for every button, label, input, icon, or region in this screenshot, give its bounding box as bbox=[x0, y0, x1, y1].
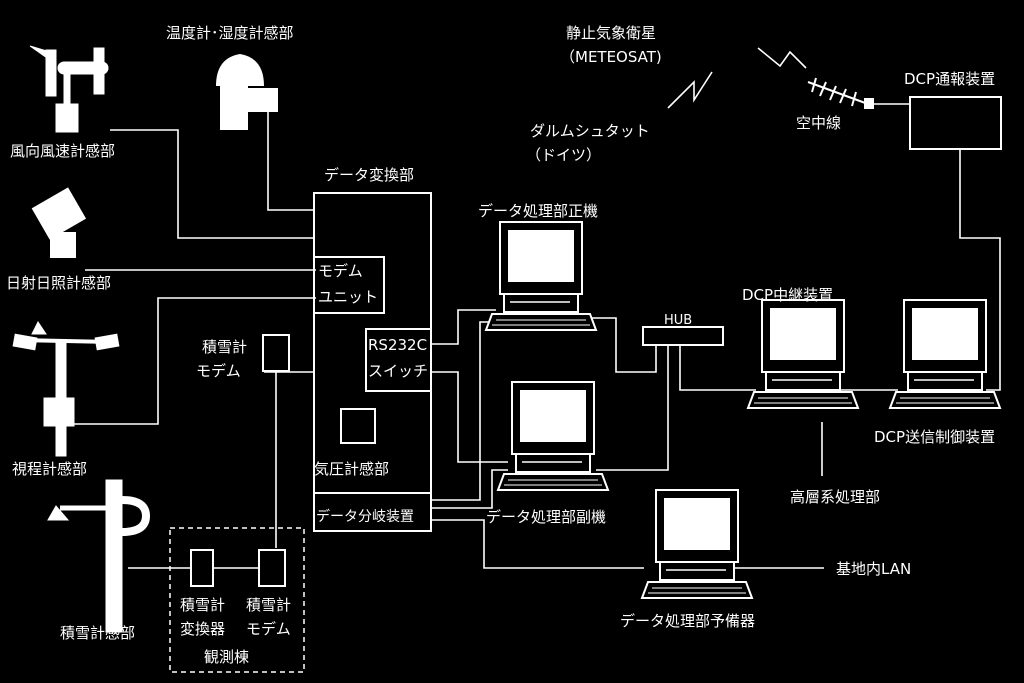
label-processor-sub: データ処理部副機 bbox=[486, 508, 607, 526]
label-snow-converter-2: 変換器 bbox=[180, 620, 226, 638]
rs232c-switch-box bbox=[365, 328, 432, 392]
label-wind: 風向風速計感部 bbox=[10, 142, 116, 160]
label-dcp-relay: DCP中継装置 bbox=[742, 286, 834, 304]
barometer-icon bbox=[340, 408, 376, 444]
label-snow-modem-1: 積雪計 bbox=[202, 338, 248, 356]
dcp-comm-box bbox=[909, 96, 1002, 150]
observation-building-box bbox=[169, 527, 305, 673]
label-processor-main: データ処理部正機 bbox=[478, 202, 599, 220]
label-data-converter: データ変換部 bbox=[324, 166, 415, 184]
label-modem-unit-1: モデム bbox=[318, 262, 363, 280]
wire-hub-relay bbox=[679, 346, 756, 391]
label-ground-station-sub: （ドイツ） bbox=[526, 146, 602, 164]
label-antenna: 空中線 bbox=[796, 114, 842, 132]
label-dcp-tx-control: DCP送信制御装置 bbox=[874, 428, 996, 446]
label-temp-humidity: 温度計･湿度計感部 bbox=[166, 24, 294, 42]
label-upper-air: 高層系処理部 bbox=[790, 488, 881, 506]
snow-converter-box bbox=[190, 549, 214, 587]
processor-sub-computer-icon bbox=[497, 381, 609, 491]
wire-branch-spare bbox=[432, 519, 644, 569]
wire-tx-comm bbox=[959, 150, 1001, 391]
wire-branch-sub bbox=[432, 469, 508, 509]
radio-wave-icon bbox=[667, 71, 713, 109]
label-rs232c-1: RS232C bbox=[368, 336, 428, 354]
processor-spare-computer-icon bbox=[641, 489, 753, 599]
label-base-lan: 基地内LAN bbox=[836, 560, 912, 578]
label-observation-bldg: 観測棟 bbox=[204, 648, 250, 666]
label-hub: HUB bbox=[664, 313, 693, 328]
label-snow-modem-obs-1: 積雪計 bbox=[246, 596, 292, 614]
data-branch-box bbox=[313, 492, 432, 532]
label-data-branch: データ分岐装置 bbox=[316, 509, 414, 525]
wire-temp bbox=[267, 112, 314, 211]
wire-wind bbox=[110, 129, 314, 239]
label-snow-modem-obs-2: モデム bbox=[246, 620, 291, 638]
label-snow-modem-2: モデム bbox=[196, 362, 241, 380]
label-barometer: 気圧計感部 bbox=[314, 460, 390, 478]
dcp-relay-computer-icon bbox=[747, 299, 859, 409]
label-satellite: 静止気象衛星 bbox=[566, 24, 657, 42]
wire-sub-hub bbox=[596, 346, 669, 471]
label-snow-converter-1: 積雪計 bbox=[180, 596, 226, 614]
label-visibility: 視程計感部 bbox=[12, 460, 88, 478]
wire-rs-main bbox=[432, 309, 496, 345]
pyranometer-icon bbox=[31, 187, 87, 258]
modem-unit-box bbox=[313, 256, 385, 314]
label-snow-sensor: 積雪計感部 bbox=[60, 624, 136, 642]
label-modem-unit-2: ユニット bbox=[318, 288, 379, 306]
processor-main-computer-icon bbox=[485, 221, 597, 331]
label-processor-spare: データ処理部予備器 bbox=[620, 612, 756, 630]
label-ground-station: ダルムシュタット bbox=[530, 122, 650, 140]
thermometer-shelter-icon bbox=[216, 54, 278, 130]
wire-main-hub bbox=[588, 317, 657, 373]
snow-modem-obs-box bbox=[258, 549, 286, 587]
wire-rs-sub bbox=[432, 371, 508, 463]
label-dcp-comm: DCP通報装置 bbox=[904, 70, 996, 88]
wire-visibility bbox=[74, 297, 316, 425]
label-rs232c-2: スイッチ bbox=[368, 362, 429, 380]
hub-box bbox=[642, 326, 724, 346]
radio-wave-icon-2 bbox=[757, 47, 807, 69]
label-sunshine: 日射日照計感部 bbox=[6, 274, 112, 292]
snow-gauge-icon bbox=[47, 479, 151, 633]
label-satellite-sub: （METEOSAT) bbox=[560, 48, 662, 66]
anemometer-icon bbox=[29, 45, 109, 133]
dcp-tx-control-computer-icon bbox=[889, 299, 1001, 409]
snow-modem-box bbox=[262, 334, 290, 372]
visibility-meter-icon bbox=[12, 321, 120, 457]
antenna-icon bbox=[807, 77, 874, 109]
